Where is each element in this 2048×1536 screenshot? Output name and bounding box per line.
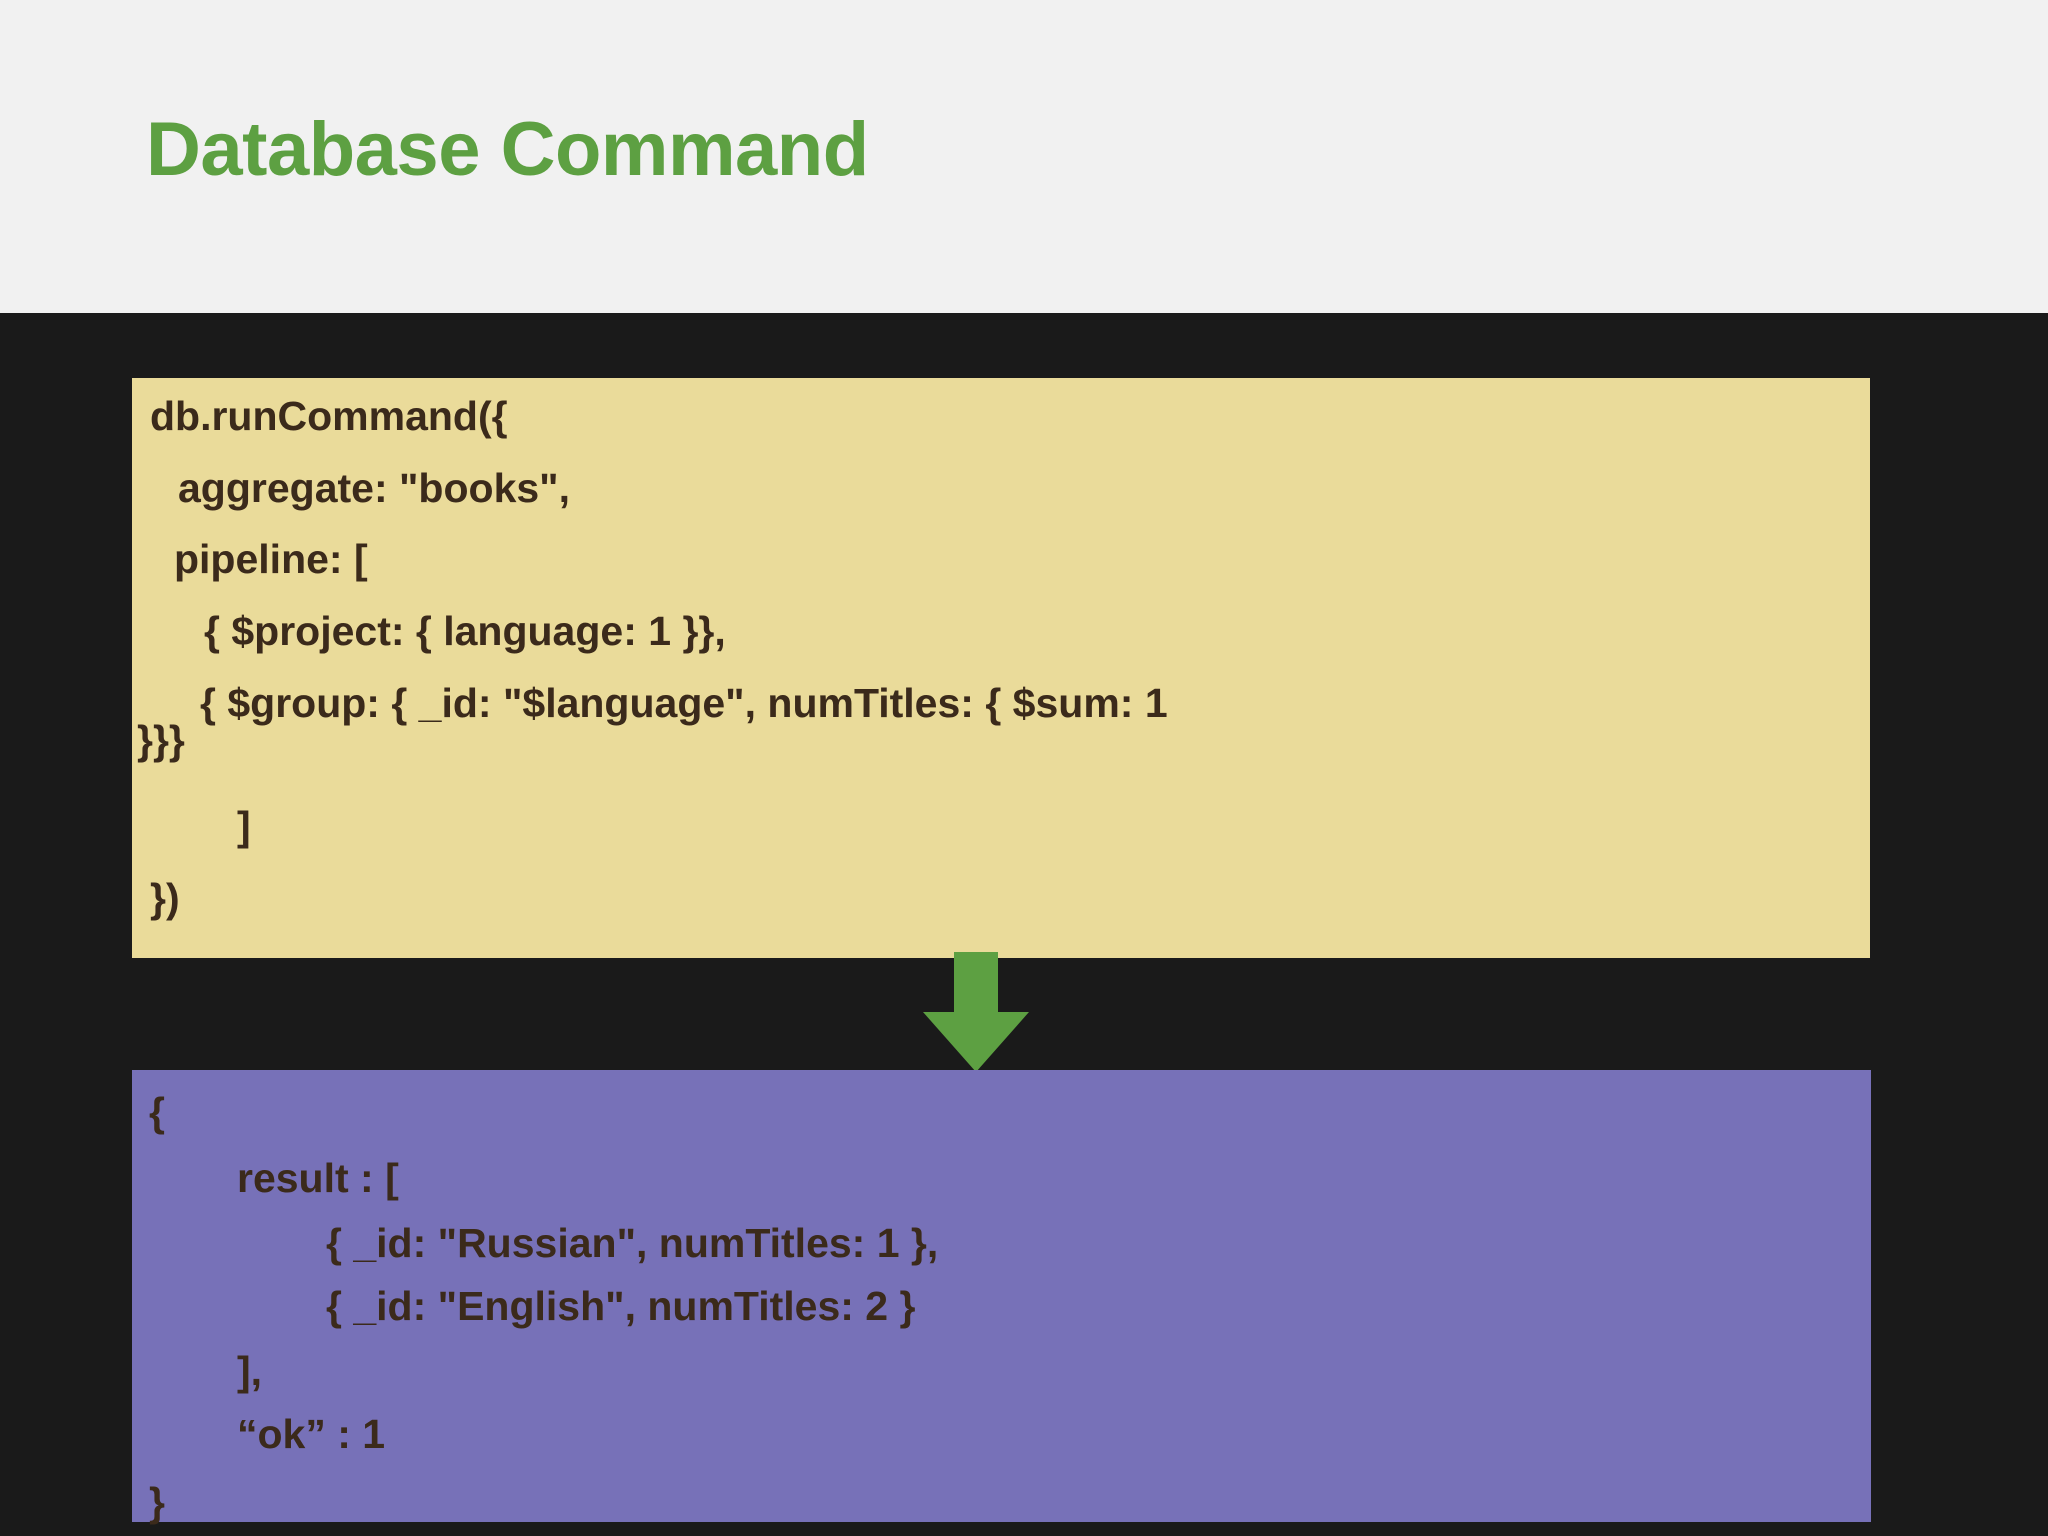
result-line-5: “ok” : 1 [237,1411,386,1457]
command-line-4: { $group: { _id: "$language", numTitles:… [200,680,1168,726]
command-line-2: pipeline: [ [174,536,368,582]
result-line-0: { [149,1089,165,1135]
command-line-3: { $project: { language: 1 }}, [204,608,726,654]
down-arrow-icon [923,952,1029,1072]
down-arrow-svg [923,952,1029,1072]
result-line-2: { _id: "Russian", numTitles: 1 }, [326,1220,939,1266]
page-title: Database Command [146,107,869,192]
header-band: Database Command [0,0,2048,313]
slide-body: db.runCommand({ aggregate: "books", pipeli… [0,313,2048,1536]
result-line-1: result : [ [237,1155,399,1201]
command-line-5: }}} [137,717,185,763]
command-line-0: db.runCommand({ [150,393,508,439]
result-output-block: { result : [ { _id: "Russian", numTitles: … [132,1070,1871,1525]
command-line-7: }) [150,875,180,921]
command-line-6: ] [237,803,251,849]
result-line-6: } [149,1479,165,1525]
result-line-4: ], [237,1348,263,1394]
result-line-3: { _id: "English", numTitles: 2 } [326,1283,916,1329]
command-line-1: aggregate: "books", [178,465,571,511]
command-code-block: db.runCommand({ aggregate: "books", pipeli… [132,378,1870,958]
